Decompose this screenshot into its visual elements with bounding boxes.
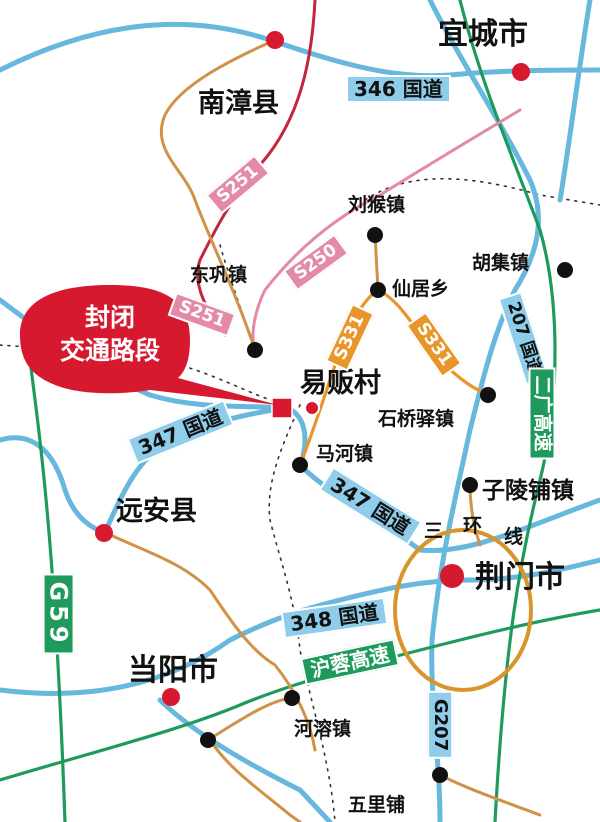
label-dangyang: 当阳市: [128, 653, 218, 688]
label-yuanan: 远安县: [116, 496, 197, 527]
ring-road-char-2: 环: [463, 515, 483, 537]
closure-callout-text: 封闭 交通路段: [40, 302, 180, 367]
label-wuli: 五里铺: [348, 794, 406, 816]
label-liuhou: 刘猴镇: [348, 194, 406, 216]
closure-callout-bubble: [20, 285, 278, 405]
label-shiqiao: 石桥驿镇: [378, 408, 455, 430]
ring-road-char-1: 三: [424, 520, 444, 542]
ring-road: [393, 528, 533, 692]
label-hujian: 胡集镇: [472, 252, 530, 274]
shield-g59: G59: [42, 573, 75, 655]
closure-marker: [271, 397, 293, 419]
city-dots: [95, 31, 530, 706]
label-mahe: 马河镇: [316, 443, 374, 465]
shield-g346: 346 国道: [346, 75, 451, 103]
shield-erguang: 二广高速: [528, 367, 556, 460]
ring-road-char-3: 线: [504, 526, 524, 548]
closure-line1: 封闭: [84, 303, 135, 332]
label-herong: 河溶镇: [294, 718, 352, 740]
shield-g207-south: G207: [427, 690, 454, 760]
town-dots: [200, 227, 573, 783]
label-nanzhang: 南漳县: [198, 88, 279, 119]
closure-line2: 交通路段: [59, 335, 160, 365]
label-yifan: 易贩村: [300, 368, 381, 399]
label-xianju: 仙居乡: [392, 278, 450, 300]
label-ziling: 子陵铺镇: [482, 478, 574, 504]
label-jingmen: 荆门市: [475, 560, 565, 595]
label-donggong: 东巩镇: [190, 264, 248, 286]
s250-line: [251, 108, 522, 352]
label-yicheng: 宜城市: [438, 17, 528, 52]
